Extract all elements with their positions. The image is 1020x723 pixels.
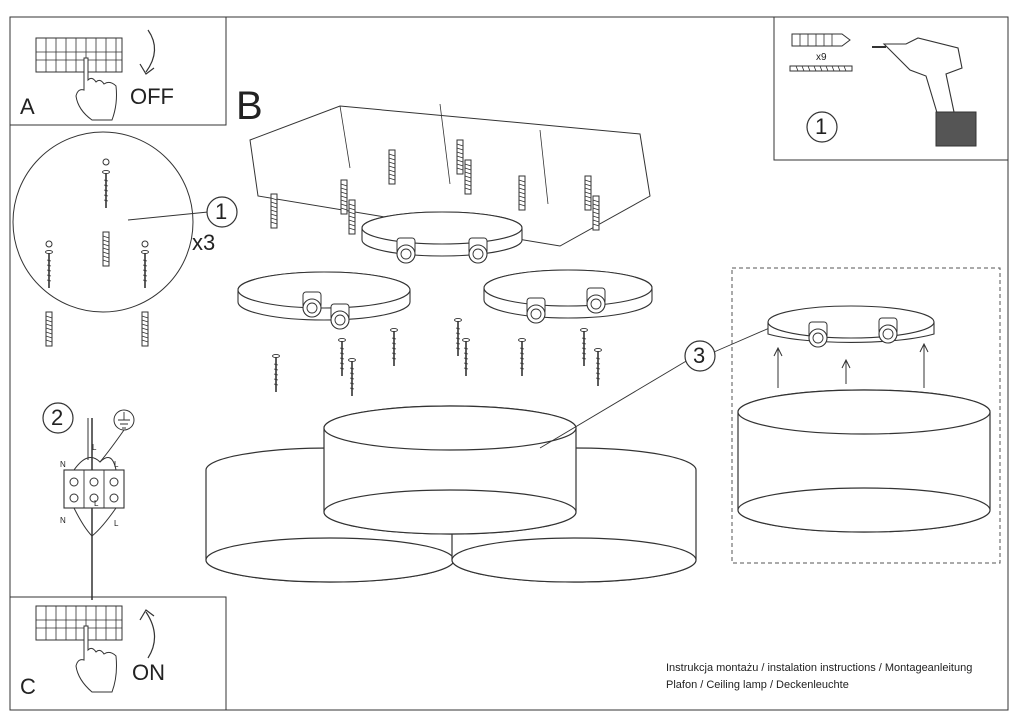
fixings-multiplier: x3 bbox=[192, 230, 216, 255]
wiring-detail bbox=[42, 402, 135, 600]
tool-quantity: x9 bbox=[816, 52, 827, 63]
hand-icon bbox=[75, 625, 117, 693]
canopy-back bbox=[361, 211, 523, 264]
panel-a bbox=[9, 16, 227, 126]
canopy-left bbox=[237, 271, 411, 330]
panel-c-state: ON bbox=[132, 660, 165, 685]
breaker-icon bbox=[35, 37, 123, 73]
hand-icon bbox=[75, 57, 117, 121]
fixings-detail bbox=[12, 131, 238, 347]
terminal-block-icon bbox=[63, 469, 125, 509]
panel-b-letter: B bbox=[236, 84, 263, 128]
canopy-right bbox=[483, 269, 653, 324]
drill-icon bbox=[872, 37, 977, 147]
arrow-up-icon bbox=[139, 609, 156, 659]
step-marker-fixings bbox=[206, 196, 238, 228]
screw-icon bbox=[789, 65, 853, 72]
step-marker-wiring bbox=[42, 402, 74, 434]
sheet-frame bbox=[9, 16, 1009, 711]
wire-n-top: N bbox=[60, 460, 66, 469]
step-wiring-number: 2 bbox=[51, 405, 64, 430]
caption-line-2: Plafon / Ceiling lamp / Deckenleuchte bbox=[666, 679, 849, 691]
wall-plug-icon bbox=[791, 33, 851, 47]
panel-c-letter: C bbox=[20, 674, 36, 699]
breaker-icon bbox=[35, 605, 123, 641]
step-fixings-number: 1 bbox=[215, 199, 228, 224]
panel-a-state: OFF bbox=[130, 84, 174, 109]
arrow-down-icon bbox=[139, 29, 156, 75]
step-marker-tools bbox=[806, 111, 838, 143]
wire-l-bottom: L bbox=[114, 519, 119, 528]
wire-l-mid: L bbox=[94, 499, 99, 508]
shade-detail bbox=[713, 267, 1001, 564]
step-shade-number: 3 bbox=[693, 343, 706, 368]
panel-c bbox=[9, 596, 227, 711]
panel-a-letter: A bbox=[20, 94, 35, 119]
tools-box bbox=[773, 16, 1009, 161]
wire-l-top-mid: L bbox=[92, 443, 97, 452]
canopy-screws bbox=[271, 317, 603, 397]
step-tools-number: 1 bbox=[815, 114, 828, 139]
wire-n-bottom: N bbox=[60, 516, 66, 525]
step-marker-shade bbox=[684, 340, 716, 372]
caption-line-1: Instrukcja montażu / instalation instruc… bbox=[666, 662, 973, 674]
shade-leader-line bbox=[539, 359, 689, 449]
wire-l-top: L bbox=[114, 460, 119, 469]
lamp-shades bbox=[205, 405, 697, 583]
